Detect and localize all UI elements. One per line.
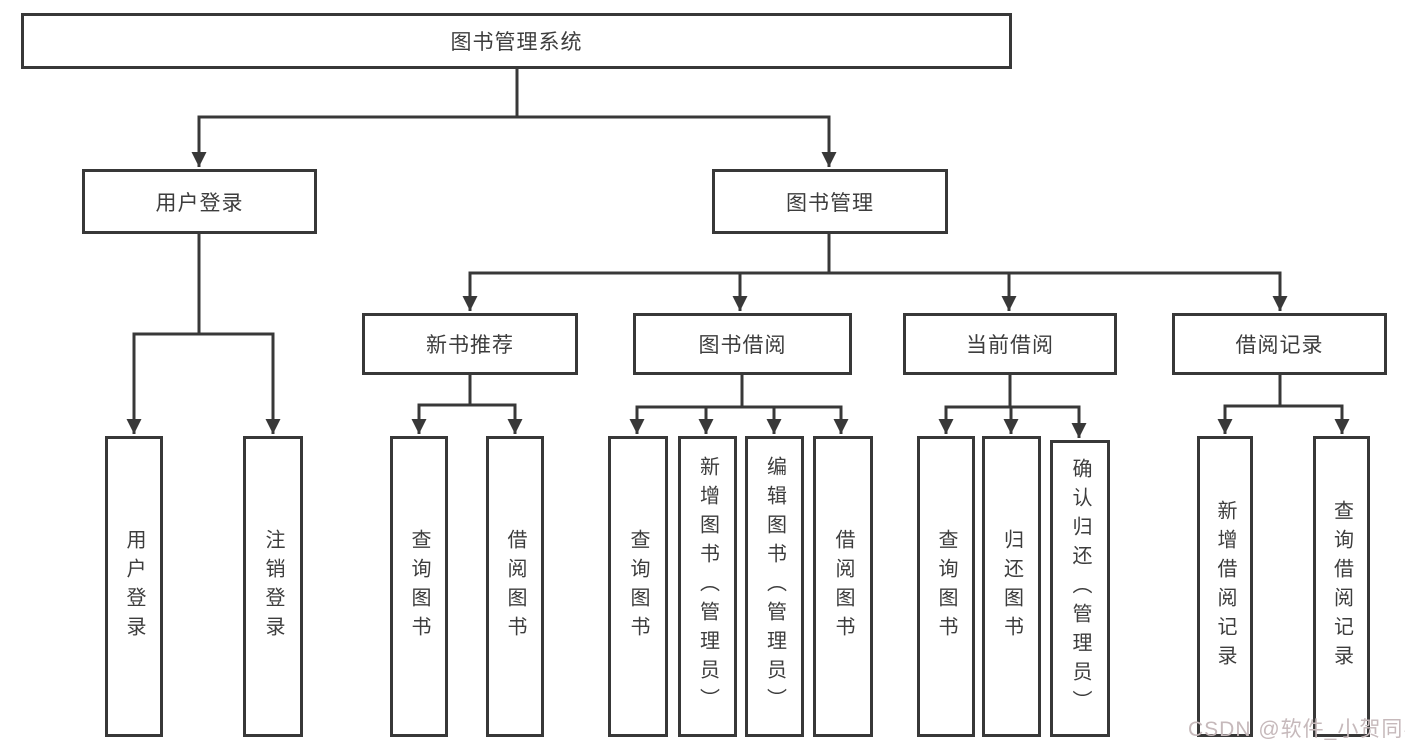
leaf-query-books-borrowing: 查询图书 — [608, 436, 668, 737]
leaf-borrow-books-borrowing: 借阅图书 — [813, 436, 873, 737]
leaf-query-books-current: 查询图书 — [917, 436, 975, 737]
leaf-return-books: 归还图书 — [982, 436, 1041, 737]
leaf-query-borrowing-record: 查询借阅记录 — [1313, 436, 1370, 737]
node-library-management-system: 图书管理系统 — [21, 13, 1012, 69]
leaf-borrow-books-recommend: 借阅图书 — [486, 436, 544, 737]
csdn-watermark: CSDN @软件_小贺同学 — [1188, 718, 1405, 741]
node-current-borrowing: 当前借阅 — [903, 313, 1117, 375]
node-book-management: 图书管理 — [712, 169, 948, 234]
node-new-book-recommendation: 新书推荐 — [362, 313, 578, 375]
node-borrowing-records: 借阅记录 — [1172, 313, 1387, 375]
leaf-add-books-admin: 新增图书（管理员） — [678, 436, 737, 737]
leaf-user-login: 用户登录 — [105, 436, 163, 737]
node-book-borrowing: 图书借阅 — [633, 313, 852, 375]
leaf-query-books-recommend: 查询图书 — [390, 436, 448, 737]
leaf-edit-books-admin: 编辑图书（管理员） — [745, 436, 804, 737]
leaf-confirm-return-admin: 确认归还（管理员） — [1050, 440, 1110, 737]
node-user-login: 用户登录 — [82, 169, 317, 234]
leaf-add-borrowing-record: 新增借阅记录 — [1197, 436, 1253, 737]
leaf-logout: 注销登录 — [243, 436, 303, 737]
